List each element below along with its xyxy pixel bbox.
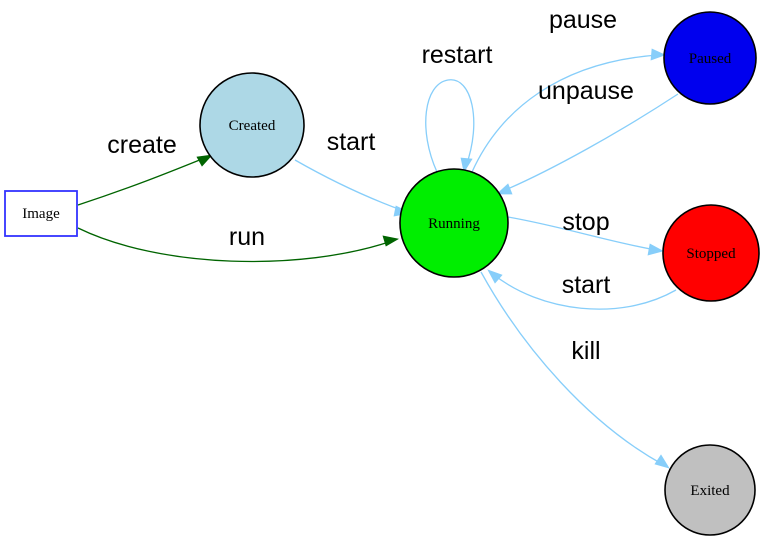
edge-start-created[interactable]: start <box>294 128 412 217</box>
edge-stop-path <box>507 216 657 251</box>
edge-restart-arrowhead <box>460 157 473 173</box>
node-exited-shape <box>664 444 756 536</box>
node-image[interactable]: Image <box>4 190 78 237</box>
edge-kill-path <box>480 271 663 465</box>
edge-start-stopped-path <box>492 273 677 310</box>
node-running-label: Running <box>428 216 480 232</box>
node-exited-label: Exited <box>690 483 730 499</box>
edge-run[interactable]: run <box>77 223 399 263</box>
node-created-label: Created <box>229 118 276 134</box>
node-stopped-label: Stopped <box>686 246 736 262</box>
node-paused-label: Paused <box>689 51 732 67</box>
edge-restart-path <box>425 79 475 173</box>
edge-stop[interactable]: stop <box>507 208 664 256</box>
node-stopped[interactable]: Stopped <box>662 204 760 302</box>
node-running-shape <box>399 168 509 278</box>
edge-pause-arrowhead <box>650 48 666 61</box>
edge-start-stopped-label: start <box>562 271 611 299</box>
edge-stop-label: stop <box>562 208 609 236</box>
node-image-label: Image <box>22 206 60 222</box>
edge-restart[interactable]: restart <box>422 41 493 173</box>
edge-start-created-path <box>294 159 405 212</box>
edge-create-path <box>77 156 208 206</box>
node-paused-shape <box>663 11 757 105</box>
edge-create-arrowhead <box>196 154 213 167</box>
node-exited[interactable]: Exited <box>664 444 756 536</box>
edge-run-path <box>77 227 393 263</box>
edge-run-arrowhead <box>382 235 399 247</box>
node-created-shape <box>199 72 305 178</box>
edge-start-stopped[interactable]: start <box>487 269 677 310</box>
edge-create-label: create <box>107 131 176 159</box>
edge-unpause-label: unpause <box>538 77 634 105</box>
edge-unpause-path <box>502 93 679 192</box>
edge-create[interactable]: create <box>77 131 213 206</box>
edge-unpause[interactable]: unpause <box>496 77 679 195</box>
edge-pause-label: pause <box>549 6 617 34</box>
node-image-shape <box>4 190 78 237</box>
edge-start-created-label: start <box>327 128 376 156</box>
edge-stop-arrowhead <box>647 243 664 256</box>
edge-kill[interactable]: kill <box>480 271 670 469</box>
node-paused[interactable]: Paused <box>663 11 757 105</box>
edge-pause-path <box>471 54 659 173</box>
node-running[interactable]: Running <box>399 168 509 278</box>
edge-unpause-arrowhead <box>496 183 513 195</box>
edge-kill-arrowhead <box>654 454 670 469</box>
edge-kill-label: kill <box>571 337 600 365</box>
edge-pause[interactable]: pause <box>471 6 666 173</box>
edge-start-stopped-arrowhead <box>487 269 503 284</box>
node-created[interactable]: Created <box>199 72 305 178</box>
edge-run-label: run <box>229 223 265 251</box>
edge-restart-label: restart <box>422 41 493 69</box>
node-stopped-shape <box>662 204 760 302</box>
